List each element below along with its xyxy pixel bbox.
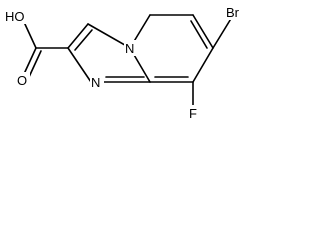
n-bridge-bg — [90, 74, 104, 90]
bond-double-c-o — [28, 50, 42, 78]
bond-c3-c2 — [67, 23, 89, 49]
bond-c2-n1 — [67, 47, 92, 83]
atom-ho: HO — [5, 9, 25, 24]
bond-c-oh — [23, 21, 37, 49]
atom-f: F — [189, 106, 197, 121]
n-ring-bg — [124, 40, 137, 56]
bond-c6-br — [212, 16, 233, 49]
bond-c7-c8 — [192, 47, 214, 83]
bond-double-c2-c3 — [74, 29, 93, 51]
structure-diagram: N N Br F HO O — [0, 0, 254, 136]
o-bg — [16, 72, 30, 88]
ho-bg — [4, 8, 29, 24]
bond-c6-c7 — [192, 14, 214, 49]
molecule-svg: N N Br F HO O — [4, 4, 247, 121]
bond-double-c6-c7 — [190, 20, 208, 49]
bond-c-o — [23, 47, 37, 75]
f-bg — [188, 105, 199, 121]
atom-br: Br — [226, 5, 240, 20]
br-bg — [225, 4, 247, 20]
atom-n-bridge: N — [91, 75, 100, 90]
bond-n4-c3 — [87, 23, 131, 49]
atom-n-ring: N — [125, 41, 134, 56]
atom-o: O — [17, 73, 27, 88]
